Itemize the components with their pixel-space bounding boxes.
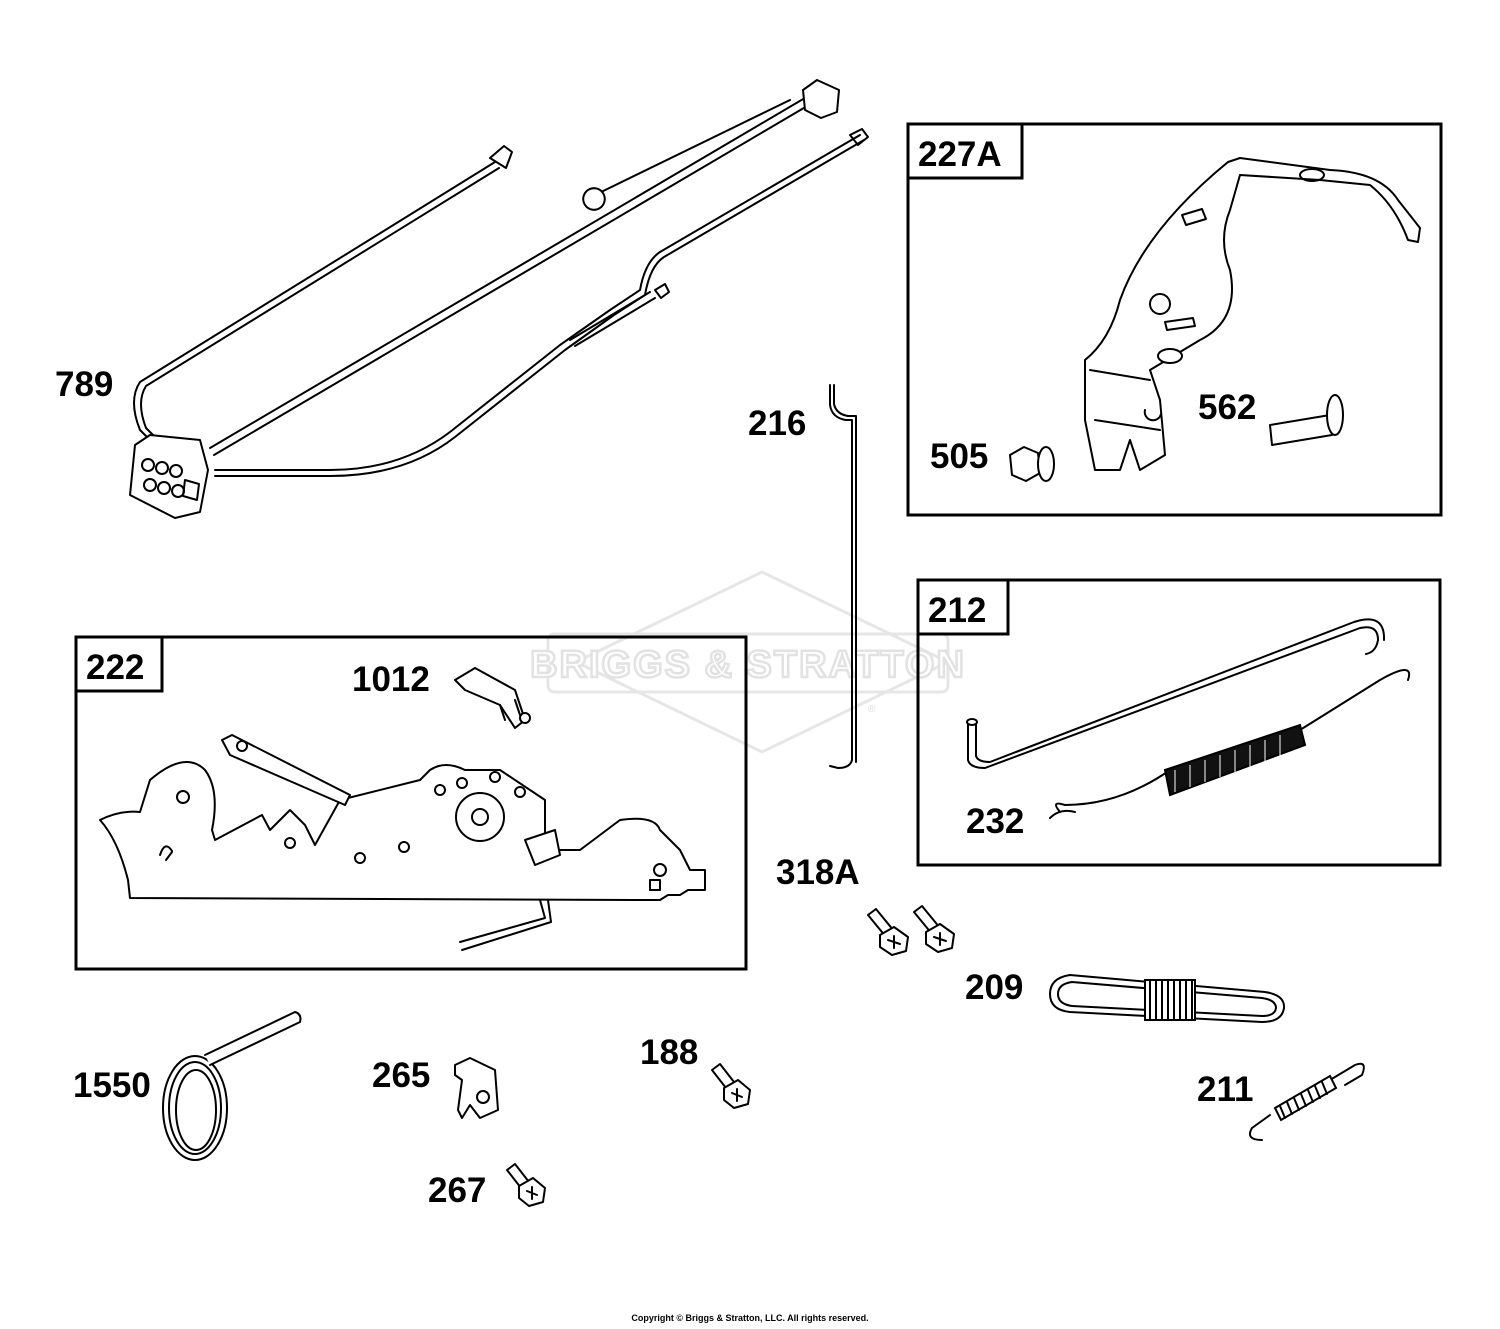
part-232-spring-illustration [1049,669,1411,819]
part-265-label: 265 [372,1056,430,1095]
part-318A-screws-illustration [867,905,955,956]
part-212-link-illustration [966,618,1386,769]
box-222-label: 222 [86,648,144,687]
part-505-nut-illustration [1009,446,1055,482]
part-318A-label: 318A [776,853,860,892]
part-188-label: 188 [640,1033,698,1072]
part-216-rod-illustration [829,384,857,769]
part-789-harness-illustration [129,79,869,519]
part-211-spring-illustration [1249,1062,1365,1141]
part-222-control-assembly-illustration [99,734,706,951]
briggs-stratton-watermark: BRIGGS & STRATTON ® [529,570,966,754]
part-267-label: 267 [428,1171,486,1210]
box-212: 212 232 [916,578,1442,867]
part-505-label: 505 [930,437,988,476]
part-789-label: 789 [55,365,113,404]
part-562-label: 562 [1198,388,1256,427]
part-267-screw-illustration [506,1163,546,1207]
part-1550-spring-illustration [162,1011,302,1161]
part-562-pin-illustration [1269,394,1344,446]
part-188-screw-illustration [711,1063,751,1109]
copyright-notice: Copyright © Briggs & Stratton, LLC. All … [631,1313,869,1323]
part-209-spring-illustration [1049,974,1286,1023]
watermark-brand: BRIGGS & STRATTON [530,644,966,686]
part-1012-label: 1012 [352,660,430,699]
part-209-label: 209 [965,968,1023,1007]
box-212-label: 212 [928,591,986,630]
part-232-label: 232 [966,802,1024,841]
watermark-registered-mark: ® [868,704,876,715]
part-227A-bracket-illustration [1084,157,1421,471]
box-227A-label: 227A [918,135,1002,174]
box-222: 222 1012 [74,635,748,971]
part-1012-clip-illustration [454,667,531,729]
part-265-clip-illustration [454,1057,499,1119]
part-216-label: 216 [748,404,806,443]
part-211-label: 211 [1197,1070,1253,1109]
box-227A: 227A 505 562 [906,122,1443,517]
part-1550-label: 1550 [73,1066,151,1105]
